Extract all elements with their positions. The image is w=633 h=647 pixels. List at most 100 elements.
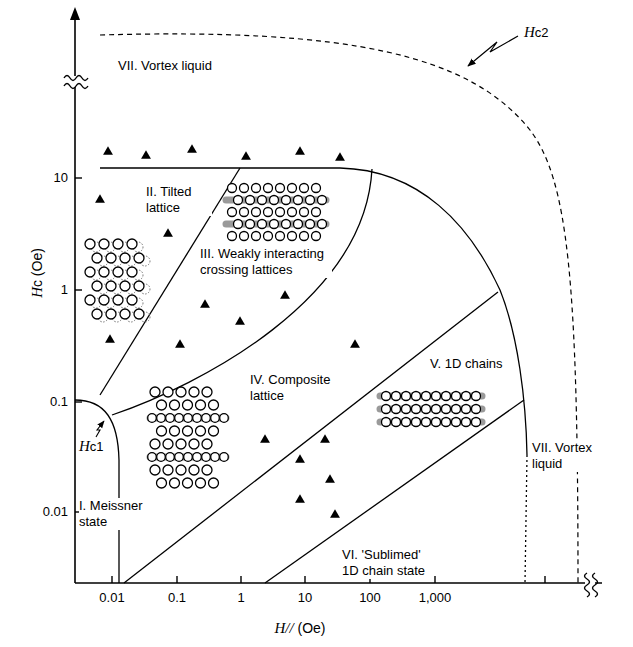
axis-tick-label: 0.01 [43, 504, 68, 520]
triangle-marker [295, 454, 305, 463]
vortex-circle [382, 418, 391, 427]
vortex-circle [282, 196, 291, 205]
vortex-circle [120, 253, 130, 263]
vortex-circle [472, 392, 481, 401]
triangle-marker [325, 474, 335, 483]
region-label: VI. 'Sublimed' 1D chain state [342, 547, 432, 579]
vortex-circle [240, 232, 249, 241]
vortex-circle [452, 418, 461, 427]
vortex-circle [288, 184, 297, 193]
triangle-marker [141, 150, 151, 159]
vortex-circle [392, 392, 401, 401]
vortex-circle [228, 184, 237, 193]
region-label: II. Tilted lattice [146, 184, 212, 216]
chain-bar [226, 221, 326, 228]
axis-break [64, 76, 88, 81]
phase-boundary-dotted [525, 455, 527, 583]
vortex-circle [432, 418, 441, 427]
vortex-circle [202, 414, 211, 423]
vortex-circle [183, 400, 193, 410]
vortex-circle [300, 184, 309, 193]
chain-bar [380, 419, 482, 426]
vortex-circle [462, 418, 471, 427]
triangle-marker [320, 434, 330, 443]
vortex-circle [382, 405, 391, 414]
vortex-circle [148, 414, 157, 423]
vortex-circle [196, 426, 206, 436]
vortex-circle [442, 405, 451, 414]
vortex-circle [196, 478, 206, 488]
vortex-circle [312, 184, 321, 193]
vortex-circle [113, 295, 123, 305]
vortex-circle [170, 426, 180, 436]
vortex-circle [300, 232, 309, 241]
vortex-circle [202, 439, 212, 449]
vortex-circle [148, 453, 157, 462]
vortex-circle [184, 414, 193, 423]
vortex-circle [252, 184, 261, 193]
triangle-marker [241, 151, 251, 160]
y-axis [74, 18, 76, 583]
vortex-circle [228, 232, 237, 241]
vortex-circle [392, 405, 401, 414]
vortex-circle [300, 208, 309, 217]
vortex-circle [189, 387, 199, 397]
chain-bar [380, 406, 482, 413]
vortex-circle [462, 392, 471, 401]
vortex-circle [402, 418, 411, 427]
vortex-circle [211, 414, 220, 423]
triangle-marker [260, 434, 270, 443]
data-markers [95, 144, 360, 518]
vortex-circle [127, 239, 137, 249]
vortex-circle [276, 232, 285, 241]
triangle-marker [103, 146, 113, 155]
vortex-circle [432, 392, 441, 401]
vortex-circle [220, 414, 229, 423]
region-label: VII. Vortex liquid [118, 58, 212, 74]
axis-title: Hc (Oe) [29, 248, 45, 298]
vortex-circle [166, 414, 175, 423]
chain-bar [150, 454, 226, 461]
vortex-circle [422, 418, 431, 427]
vortex-circle [193, 414, 202, 423]
vortex-circle [193, 453, 202, 462]
vortex-circle [220, 453, 229, 462]
vortex-circle [312, 232, 321, 241]
vortex-circle [382, 392, 391, 401]
triangle-marker [163, 228, 173, 237]
vortex-circle [306, 196, 315, 205]
chain-lattice [380, 392, 482, 427]
vortex-circle [175, 453, 184, 462]
vortex-circle [166, 453, 175, 462]
vortex-circle [157, 453, 166, 462]
triangle-marker [295, 494, 305, 503]
vortex-circle [472, 418, 481, 427]
vortex-circle [113, 267, 123, 277]
vortex-circle [234, 220, 243, 229]
axis-tick-label: 10 [54, 170, 68, 186]
axis-tick-label: 10 [298, 590, 312, 606]
vortex-circle [412, 418, 421, 427]
vortex-circle [472, 405, 481, 414]
vortex-circle [157, 400, 167, 410]
curve-label: Hc2 [524, 24, 549, 41]
region-label: V. 1D chains [430, 356, 503, 372]
vortex-circle [176, 465, 186, 475]
vortex-circle [282, 220, 291, 229]
vortex-circle [452, 392, 461, 401]
vortex-circle [412, 405, 421, 414]
vortex-circle [134, 281, 144, 291]
vortex-circle [264, 232, 273, 241]
vortex-circle [258, 220, 267, 229]
vortex-circle [127, 267, 137, 277]
vortex-circle [402, 392, 411, 401]
triangle-marker [105, 334, 115, 343]
axis-tick-label: 1 [61, 282, 68, 298]
vortex-circle [163, 387, 173, 397]
vortex-circle [211, 453, 220, 462]
triangle-marker [330, 509, 340, 518]
vortex-circle [252, 232, 261, 241]
axis-tick-label: 0.1 [50, 394, 68, 410]
vortex-circle [85, 239, 95, 249]
